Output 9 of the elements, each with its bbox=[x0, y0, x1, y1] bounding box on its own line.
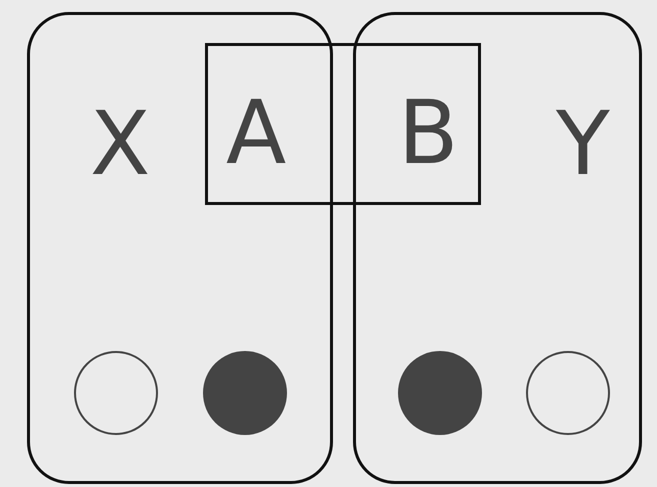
open-circle bbox=[74, 351, 158, 435]
letter-label: Y bbox=[556, 100, 610, 188]
rounded-panel bbox=[27, 12, 333, 484]
letter-label: X bbox=[90, 100, 150, 188]
rounded-panel bbox=[353, 12, 642, 484]
open-circle bbox=[526, 351, 610, 435]
letter-label: A bbox=[226, 89, 286, 177]
rectangle-frame bbox=[205, 43, 481, 205]
letter-label: B bbox=[398, 89, 458, 177]
